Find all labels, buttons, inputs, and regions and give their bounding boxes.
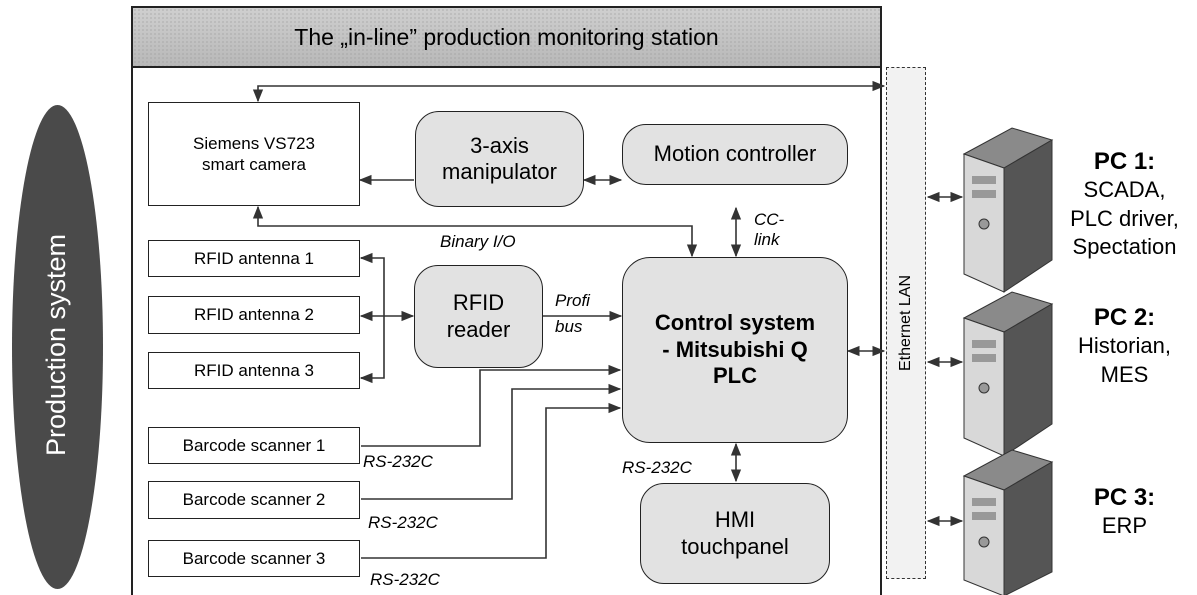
camera-line1: Siemens VS723	[193, 133, 315, 153]
hmi-touchpanel-box: HMI touchpanel	[640, 483, 830, 584]
manipulator-box: 3-axis manipulator	[415, 111, 584, 207]
rs232-scanner2-label: RS-232C	[368, 513, 438, 532]
barcode-scanner-1: Barcode scanner 1	[148, 427, 360, 464]
barcode-scanner-label: Barcode scanner 2	[182, 490, 326, 510]
pc3-title: PC 3:	[1093, 484, 1156, 511]
rfid-reader-line2: reader	[446, 316, 511, 342]
production-system-shape	[12, 105, 103, 589]
rfid-reader-line1: RFID	[452, 290, 505, 316]
ethernet-lan-bus	[886, 67, 926, 579]
pc3-line: ERP	[1101, 513, 1148, 538]
pc2-line: MES	[1100, 361, 1149, 387]
pc1-text: PC 1: SCADA, PLC driver, Spectation	[1052, 148, 1197, 262]
barcode-scanner-label: Barcode scanner 1	[182, 435, 326, 455]
pc1-tower-icon	[962, 127, 1054, 293]
profibus-label-2: bus	[555, 317, 583, 336]
manipulator-line1: 3-axis	[470, 132, 529, 158]
antenna-bus	[361, 257, 385, 379]
plc-control-system-box: Control system - Mitsubishi Q PLC	[622, 257, 848, 443]
rs232-scanner3-label: RS-232C	[370, 570, 440, 589]
scanner1-link	[361, 364, 622, 447]
station-title: The „in-line” production monitoring stat…	[133, 8, 880, 68]
profibus-label-1: Profi	[555, 291, 590, 310]
rfid-antenna-1: RFID antenna 1	[148, 240, 360, 277]
pc3-text: PC 3: ERP	[1052, 484, 1197, 541]
pc2-line: Historian,	[1078, 333, 1171, 358]
rfid-antenna-2: RFID antenna 2	[148, 296, 360, 334]
rs232-hmi-label: RS-232C	[622, 458, 692, 477]
pc2-text: PC 2: Historian, MES	[1052, 304, 1197, 389]
scanner3-link	[361, 402, 622, 559]
rfid-antenna-label: RFID antenna 1	[193, 248, 314, 268]
scanner2-link	[361, 383, 622, 500]
binary-io-link	[252, 205, 698, 258]
plc-line2: - Mitsubishi Q	[662, 336, 808, 362]
cc-link-label-2: link	[754, 230, 780, 249]
cc-link-label-1: CC-	[754, 210, 785, 229]
pc-tower-icons	[962, 127, 1054, 595]
pc3-tower-icon	[962, 449, 1054, 595]
barcode-scanner-3: Barcode scanner 3	[148, 540, 360, 577]
camera-ethernet-link	[252, 80, 886, 103]
pc1-title: PC 1:	[1093, 148, 1156, 175]
rfid-antenna-3: RFID antenna 3	[148, 352, 360, 389]
barcode-scanner-label: Barcode scanner 3	[182, 548, 326, 568]
plc-line3: PLC	[713, 363, 757, 389]
barcode-scanner-2: Barcode scanner 2	[148, 481, 360, 519]
motion-controller-box: Motion controller	[622, 124, 848, 185]
plc-line1: Control system	[654, 310, 816, 336]
rfid-antenna-label: RFID antenna 3	[193, 360, 314, 380]
binary-io-label: Binary I/O	[440, 232, 516, 251]
manipulator-line2: manipulator	[442, 159, 557, 184]
pc1-line: SCADA,	[1083, 177, 1166, 202]
rfid-antenna-label: RFID antenna 2	[193, 305, 314, 325]
smart-camera-box: Siemens VS723 smart camera	[148, 102, 360, 206]
pc2-tower-icon	[962, 291, 1054, 457]
motion-controller-label: Motion controller	[653, 141, 817, 167]
hmi-line2: touchpanel	[681, 533, 789, 559]
rs232-scanner1-label: RS-232C	[363, 452, 433, 471]
camera-line2: smart camera	[202, 155, 306, 174]
hmi-line1: HMI	[714, 507, 756, 533]
pc2-title: PC 2:	[1093, 304, 1156, 331]
rfid-reader-box: RFID reader	[414, 265, 543, 368]
pc1-line: Spectation	[1072, 234, 1177, 260]
pc1-line: PLC driver,	[1070, 205, 1179, 231]
